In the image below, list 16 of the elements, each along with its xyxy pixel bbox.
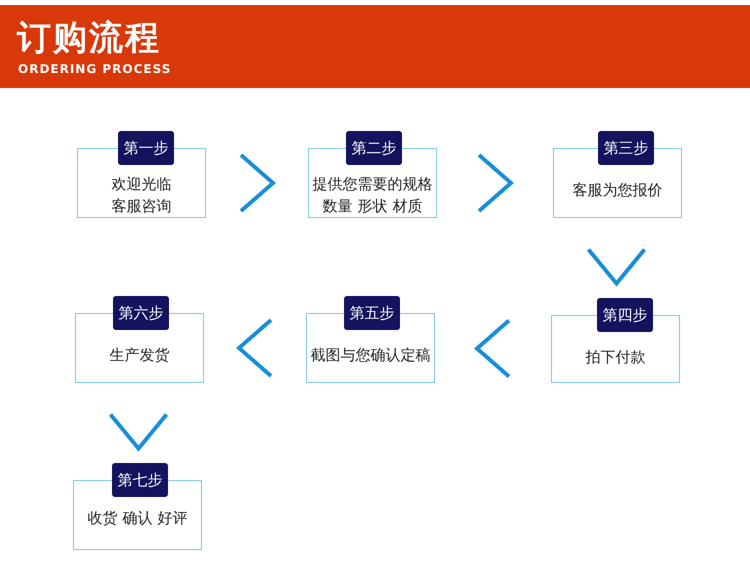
subtitle: ORDERING PROCESS (18, 62, 172, 76)
step-tag: 第七步 (112, 463, 168, 497)
step-text: 客服为您报价 (572, 180, 664, 201)
step-text: 收货 确认 好评 (86, 508, 188, 529)
step-tag: 第四步 (597, 298, 653, 332)
step-tag: 第三步 (598, 131, 654, 165)
step-tag: 第六步 (113, 296, 169, 330)
step-tag: 第一步 (118, 131, 174, 165)
step-text: 提供您需要的规格数量 形状 材质 (312, 174, 434, 217)
step-tag: 第五步 (344, 296, 400, 330)
step-text: 欢迎光临客服咨询 (110, 174, 172, 217)
step-text: 截图与您确认定稿 (310, 345, 432, 366)
step-text: 拍下付款 (584, 347, 646, 368)
step-tag: 第二步 (346, 131, 402, 165)
step-text: 生产发货 (108, 345, 170, 366)
title: 订购流程 (17, 18, 161, 58)
